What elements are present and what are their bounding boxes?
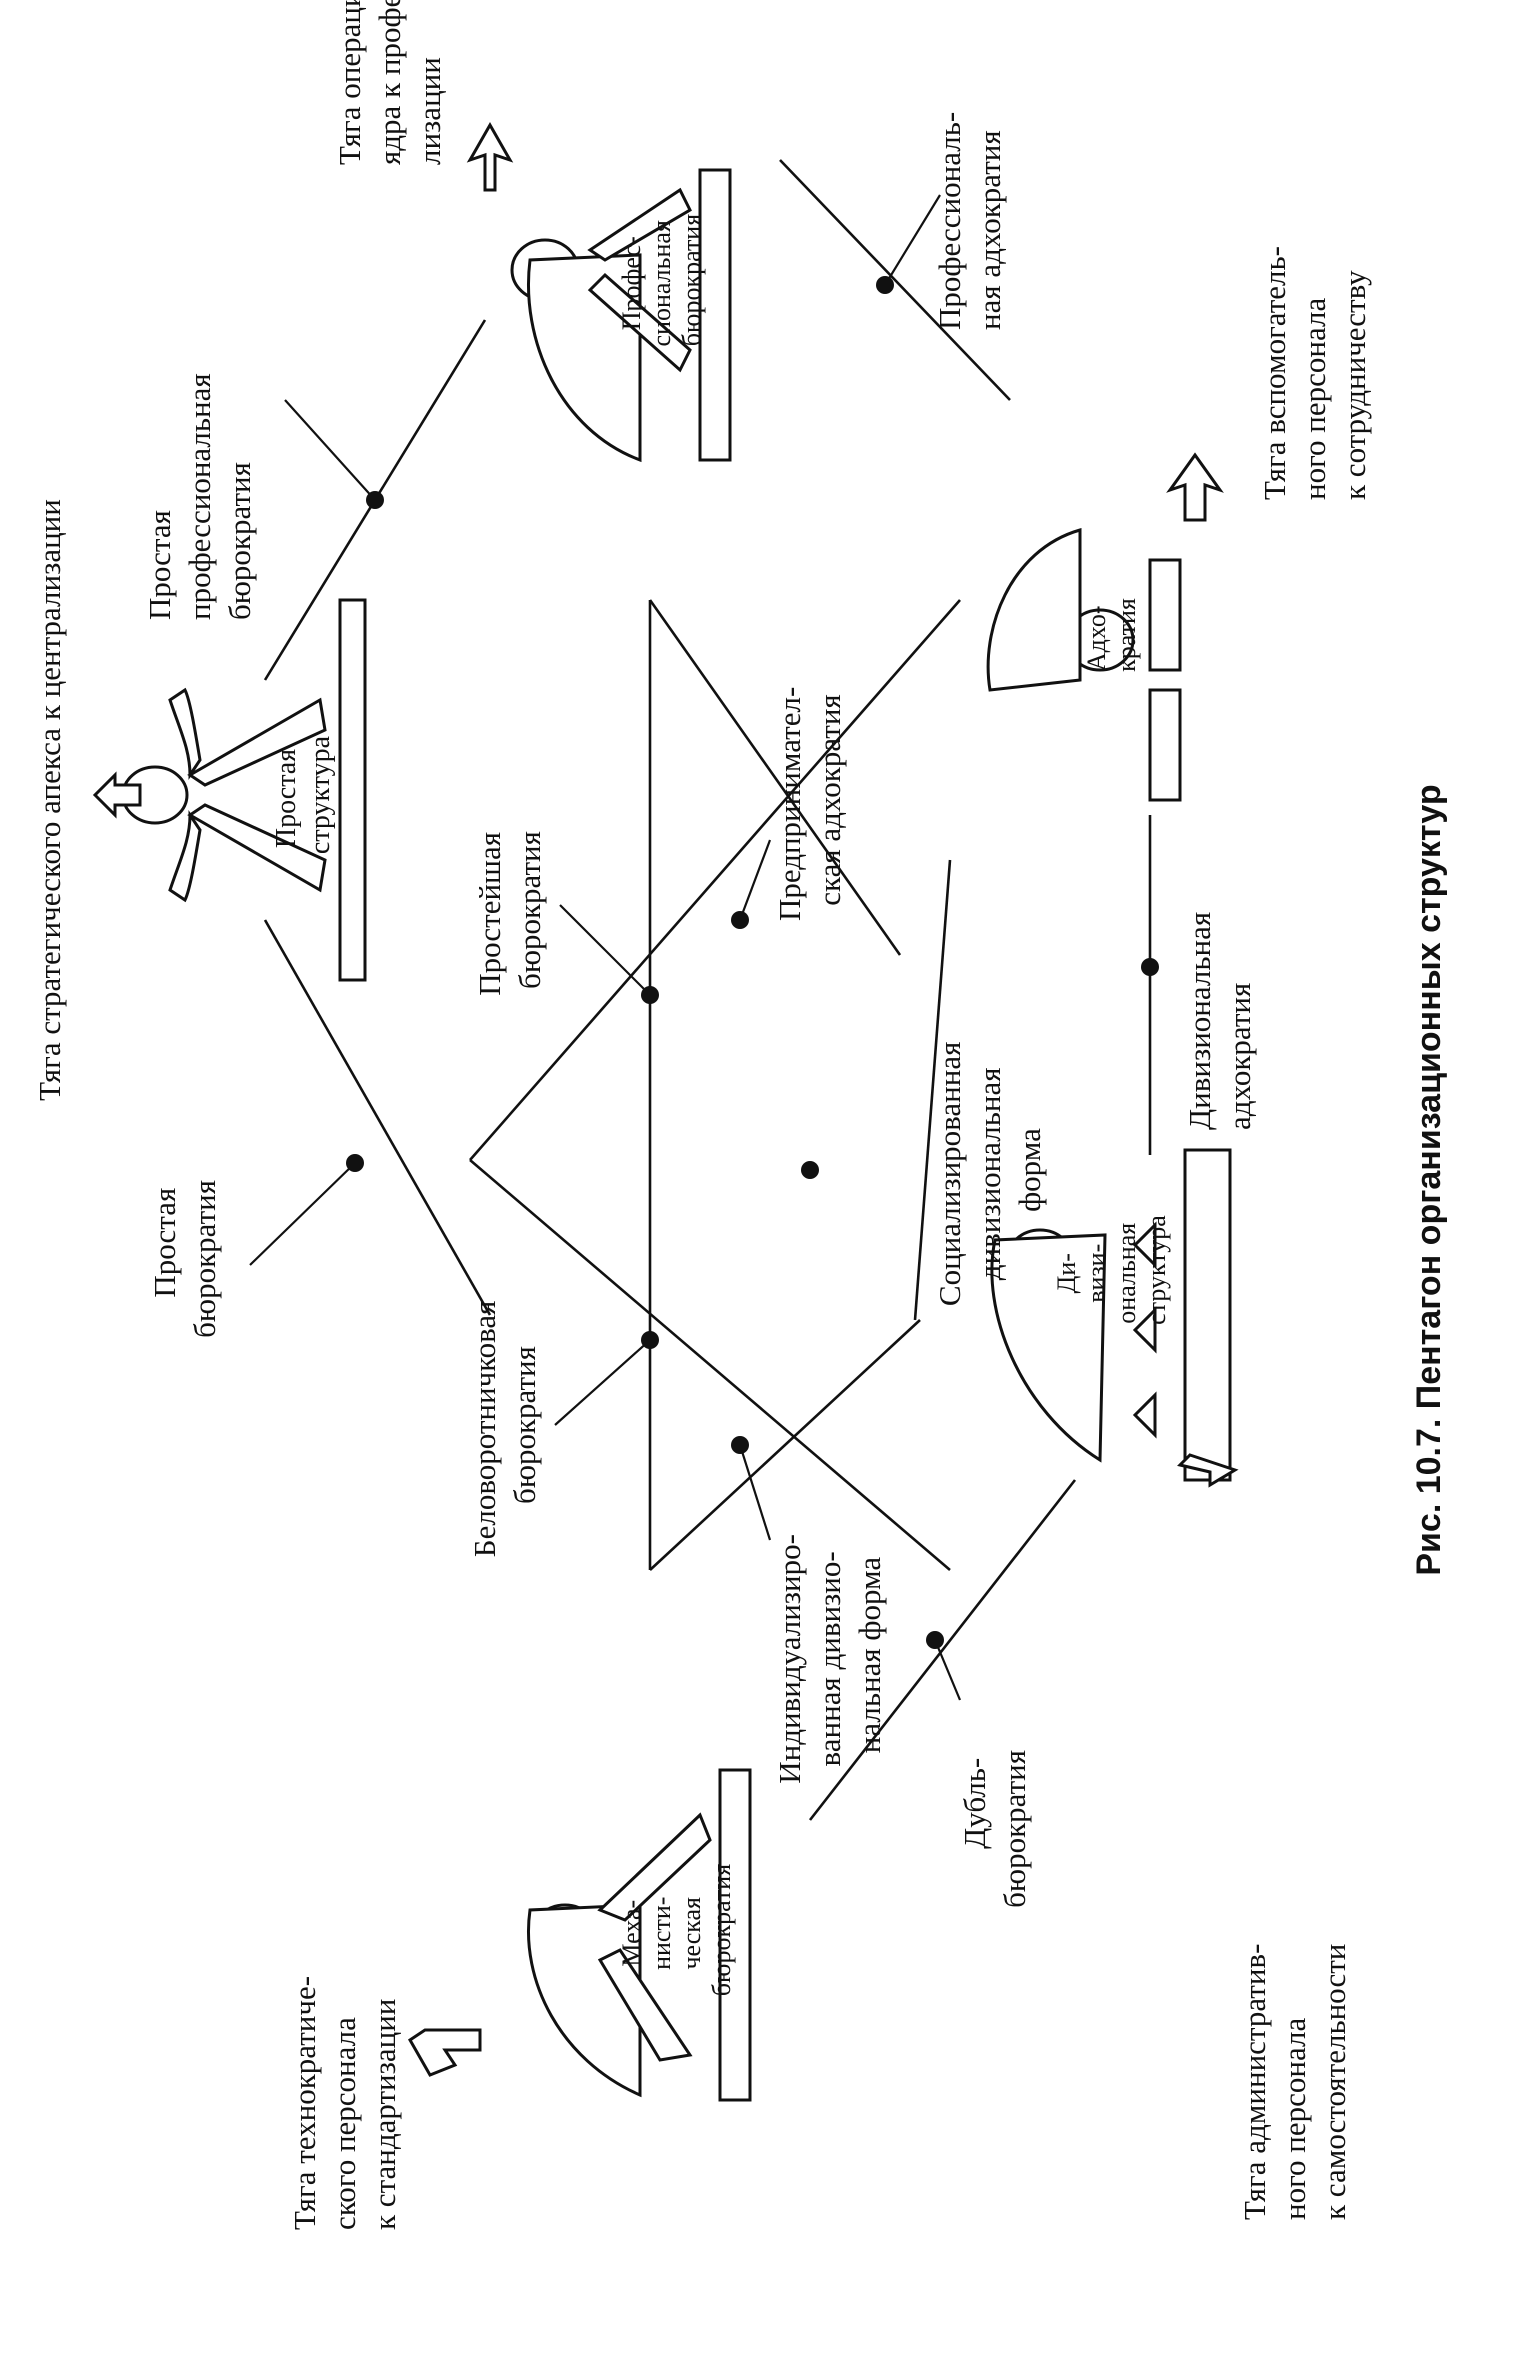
- divisional-dome: [990, 1233, 1107, 1463]
- professional-base: [698, 168, 732, 462]
- label-divisional-structure: Ди- визи- ональная структура: [1052, 1215, 1171, 1325]
- tick-entrepreneurial: [738, 839, 772, 921]
- pull-strategic-apex: Тяга стратегического апекса к централиза…: [32, 499, 67, 1101]
- professional-bureaucracy-figure: [466, 121, 732, 463]
- pull-technostructure: Тяга технократиче- ского персонала к ста…: [287, 1968, 402, 2230]
- tick-simple-professional-bureaucracy: [284, 399, 376, 501]
- adhocracy-base-left: [1148, 688, 1182, 802]
- divisional-units: [1132, 1221, 1157, 1439]
- tick-professional-adhocracy: [884, 194, 941, 286]
- strategic-apex-arrow: [92, 771, 142, 819]
- simple-structure-figure: [92, 598, 367, 982]
- figure-caption: Рис. 10.7. Пентагон организационных стру…: [1410, 784, 1448, 1575]
- dot-simple-bureaucracy: [346, 1154, 364, 1172]
- inner-star: [469, 599, 961, 1571]
- dot-dual-bureaucracy: [926, 1631, 944, 1649]
- professional-left-limb: [587, 272, 692, 373]
- machine-left-limb: [597, 1948, 693, 2062]
- edge-ticks: [249, 194, 1159, 1701]
- tick-dual-bureaucracy: [933, 1639, 962, 1701]
- hybrid-simplest-bureaucracy: Простейшая бюрократия: [472, 824, 547, 995]
- pull-middle-line: Тяга административ- ного персонала к сам…: [1237, 1936, 1352, 2220]
- label-machine-bureaucracy: Меха- нисти- ческая бюрократия: [617, 1864, 736, 1996]
- dot-professional-adhocracy: [876, 276, 894, 294]
- star-line-1: [469, 599, 961, 1161]
- pull-operating-core: Тяга операционного ядра к профессиона- л…: [332, 0, 447, 165]
- adhocracy-figure: [986, 452, 1224, 802]
- edge-professional-adhocracy: [779, 159, 1011, 401]
- dot-entrepreneurial: [731, 911, 749, 929]
- dot-simplest: [641, 986, 659, 1004]
- operating-core-arrow: [466, 121, 514, 192]
- simple-right-wing: [168, 687, 202, 780]
- labels: Тяга стратегического апекса к централиза…: [32, 0, 1448, 2230]
- adhocracy-dome: [986, 528, 1082, 692]
- hybrid-individualized-divisional-form: Индивидуализиро- ванная дивизио- нальная…: [772, 1526, 887, 1783]
- tick-individualized: [738, 1444, 772, 1541]
- hybrid-socialized-divisional-form: Социализированная дивизиональная форма: [932, 1034, 1047, 1306]
- technostructure-arrow: [408, 2028, 482, 2077]
- professional-right-limb: [587, 187, 692, 262]
- hybrid-white-collar-bureaucracy: Беловоротничковая бюрократия: [467, 1293, 542, 1557]
- adhocracy-base-right: [1148, 558, 1182, 672]
- simple-base: [338, 598, 367, 982]
- label-adhocracy: Адхо- кратия: [1082, 598, 1141, 672]
- dot-individualized: [731, 1436, 749, 1454]
- star-line-4: [648, 599, 902, 956]
- machine-bureaucracy-figure: [408, 1768, 752, 2102]
- division-unit-1: [1132, 1391, 1157, 1439]
- pentagon-edges: [263, 159, 1152, 1821]
- dot-white-collar: [641, 1331, 659, 1349]
- hybrid-simple-professional-bureaucracy: Простая профессиональная бюрократия: [142, 366, 257, 620]
- hybrid-entrepreneurial-adhocracy: Предпринимател- ская адхократия: [772, 679, 847, 921]
- tick-white-collar: [554, 1339, 651, 1426]
- tick-simplest: [559, 904, 651, 996]
- edge-machine-divisional: [808, 1479, 1077, 1821]
- diagram-body: [92, 121, 1239, 2102]
- hybrid-simple-bureaucracy: Простая бюрократия: [147, 1180, 222, 1338]
- dot-simple-professional-bureaucracy: [366, 491, 384, 509]
- tick-simple-bureaucracy: [249, 1162, 356, 1266]
- simple-left-wing: [168, 810, 202, 903]
- star-line-5: [649, 1319, 921, 1571]
- hybrid-divisional-adhocracy: Дивизиональная адхократия: [1182, 904, 1257, 1130]
- divisional-base: [1183, 1148, 1232, 1482]
- machine-right-limb: [597, 1812, 712, 1922]
- support-staff-arrow: [1166, 452, 1224, 522]
- label-simple-structure: Простая структура: [271, 735, 336, 854]
- dot-divisional-adhocracy: [1141, 958, 1159, 976]
- machine-base: [718, 1768, 752, 2102]
- star-line-6: [913, 859, 952, 1321]
- dot-socialized: [801, 1161, 819, 1179]
- hybrid-dual-bureaucracy: Дубль- бюрократия: [957, 1750, 1032, 1908]
- division-unit-3: [1132, 1221, 1157, 1269]
- division-unit-2: [1132, 1306, 1157, 1354]
- hybrid-professional-adhocracy: Профессиональ- ная адхократия: [932, 104, 1007, 330]
- divisional-structure-figure: [990, 1148, 1239, 1488]
- star-line-2: [469, 1159, 951, 1571]
- middle-line-arrow: [1177, 1453, 1239, 1488]
- simple-right-limb: [187, 697, 327, 787]
- star-ticks: [554, 839, 819, 1541]
- edge-simple-machine: [263, 919, 492, 1316]
- label-professional-bureaucracy: Профес- сиональная бюрократия: [617, 214, 706, 347]
- simple-left-limb: [187, 803, 327, 893]
- pull-support-staff: Тяга вспомогатель- ного персонала к сотр…: [1257, 238, 1372, 500]
